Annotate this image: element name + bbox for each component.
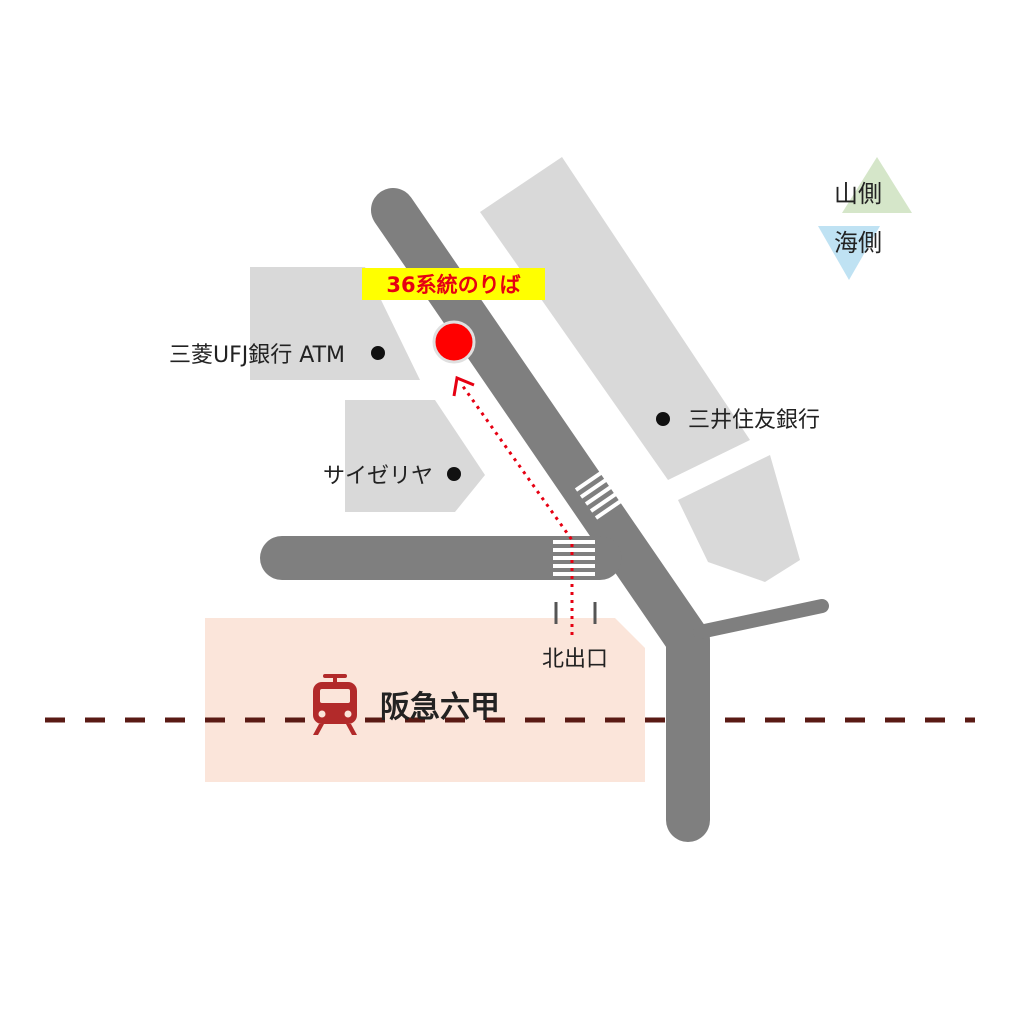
route-arrow-head (452, 375, 475, 397)
mufg-atm-label: 三菱UFJ銀行 ATM (169, 343, 345, 368)
smbc-dot (656, 412, 670, 426)
direction-legend: 山側 海側 (818, 157, 912, 280)
smbc-label: 三井住友銀行 (688, 408, 820, 433)
north-exit-marker (554, 602, 597, 624)
north-exit-label: 北出口 (542, 647, 608, 672)
block-southeast (678, 455, 800, 582)
city-blocks (250, 157, 800, 582)
bus-stop-marker (432, 320, 476, 364)
walking-route (452, 375, 574, 635)
station-name: 阪急六甲 (380, 690, 500, 725)
sea-side-icon (818, 226, 880, 280)
crosswalk-east (574, 464, 633, 520)
main-road (371, 188, 710, 842)
bus-stop-label: 36系統のりば (386, 273, 520, 297)
mountain-side-icon (842, 157, 912, 213)
roads (260, 188, 829, 842)
block-smbc (480, 157, 750, 480)
mountain-side-label: 山側 (834, 180, 882, 208)
mufg-atm-dot (371, 346, 385, 360)
crosswalk-south (553, 540, 595, 576)
bus-stop-label-bg (362, 268, 545, 300)
train-icon (313, 674, 357, 735)
block-saizeriya (345, 400, 485, 512)
east-branch-road (693, 599, 829, 639)
saizeriya-dot (447, 467, 461, 481)
saizeriya-label: サイゼリヤ (323, 464, 433, 489)
station-area (205, 618, 645, 782)
sea-side-label: 海側 (834, 229, 882, 257)
